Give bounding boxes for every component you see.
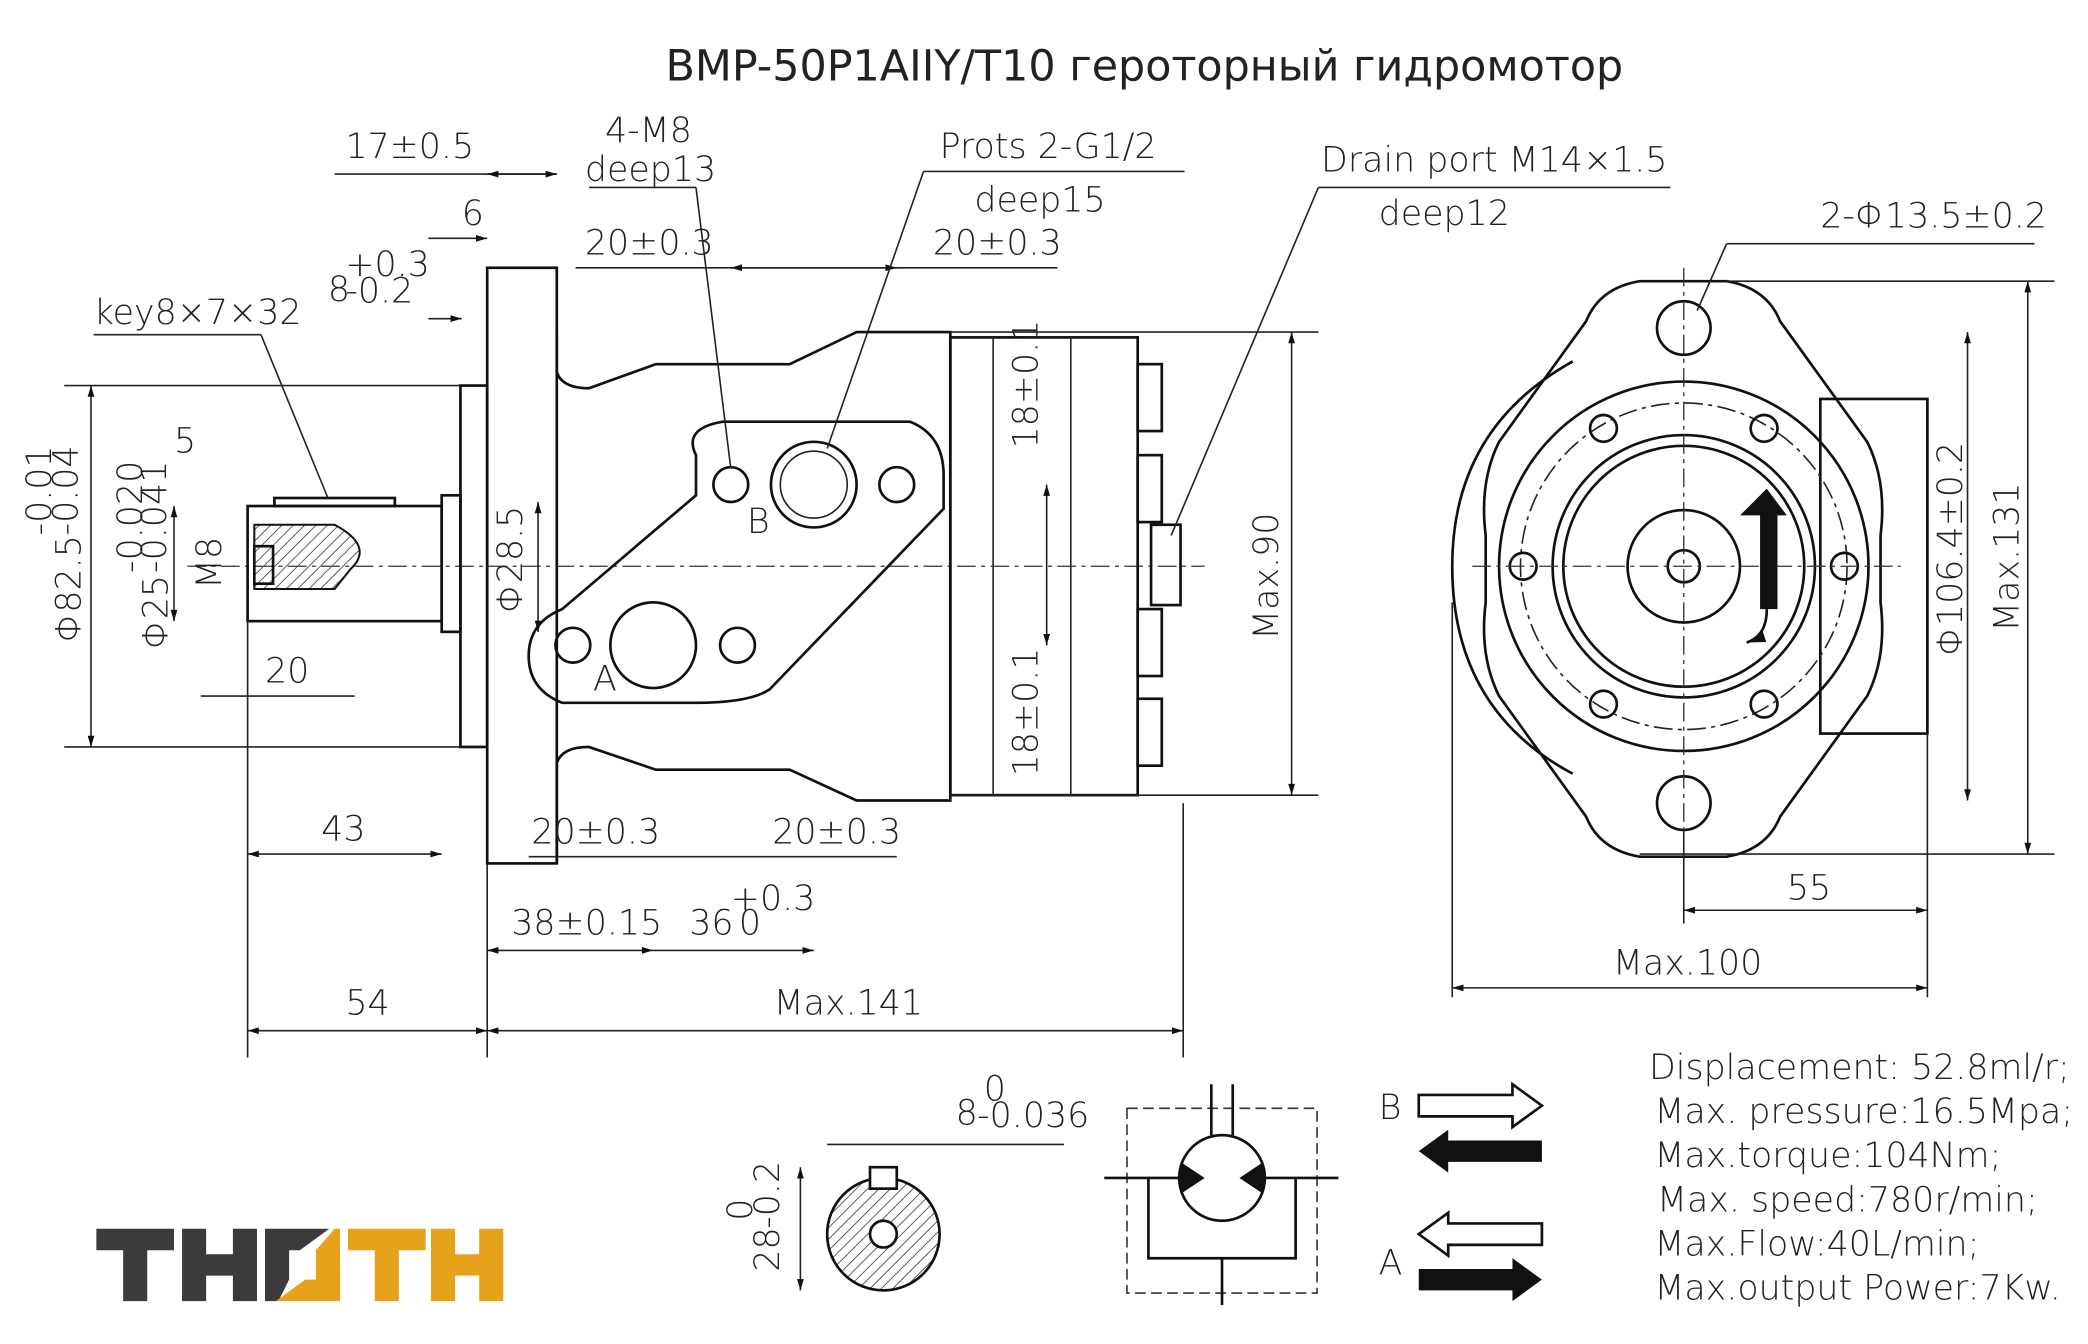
dimension-label: Max.131: [1987, 482, 2027, 631]
dimension-label: A: [593, 660, 617, 700]
drawing-title: BMP-50P1AIIY/T10 героторный гидромотор: [666, 41, 1624, 91]
dimension-label: 20±0.3: [772, 812, 901, 852]
dimension-label: M8: [190, 537, 230, 589]
callout-key: key8×7×32: [94, 293, 302, 333]
dimension-label: -0.2: [345, 272, 413, 312]
spec-line: Max. pressure:16.5Mpa;: [1654, 1092, 2073, 1132]
dimension-label: Max.141: [774, 984, 923, 1024]
dimension-label: -0.041: [135, 461, 175, 573]
hydraulic-label-b: B: [1379, 1088, 1402, 1128]
thoth-logo: [96, 1228, 504, 1302]
callout-holes: 2-Φ13.5±0.2: [1820, 197, 2047, 237]
spec-line: Max.torque:104Nm;: [1654, 1136, 2001, 1176]
shaft-section: [797, 1143, 1065, 1292]
dimension-label: 8: [956, 1093, 978, 1133]
dimension-label: B: [747, 502, 770, 542]
dimension-label: +0.3: [731, 879, 816, 919]
dimension-label: 8: [328, 270, 350, 310]
dimension-label: 20: [265, 652, 309, 692]
dimension-label: 18±0.1: [1006, 320, 1046, 449]
dimension-label: 17±0.5: [345, 127, 474, 167]
dimension-label: 0: [984, 1069, 1006, 1109]
dimension-label: Max.100: [1613, 943, 1762, 983]
dimension-label: 43: [321, 810, 365, 850]
dimension-label: -0.01: [20, 445, 60, 535]
dimension-label: 55: [1787, 869, 1831, 909]
dimension-label: 5: [174, 421, 196, 461]
dimension-label: 28: [748, 1227, 788, 1271]
dimension-label: 20±0.3: [585, 223, 714, 263]
dimension-label: -0.020: [111, 461, 151, 573]
callout-bolt-deep: deep13: [585, 150, 716, 190]
dimension-label: 18±0.1: [1006, 648, 1046, 777]
dimension-label: 6: [462, 194, 484, 234]
dimension-label: 20±0.3: [933, 223, 1062, 263]
spec-line: Max.output Power:7Kw.: [1654, 1269, 2060, 1309]
callout-drain: Drain port M14×1.5: [1321, 140, 1667, 180]
dimension-label: 36: [689, 903, 733, 943]
callout-ports-deep: deep15: [974, 181, 1105, 221]
callouts: 4-M8 deep13 Prots 2-G1/2 deep15 Drain po…: [94, 111, 2047, 333]
dimension-label: Φ106.4±0.2: [1931, 442, 1971, 656]
side-view: [187, 266, 1205, 865]
dimension-label: Max.90: [1247, 513, 1287, 640]
dimension-label: 0: [739, 903, 761, 943]
dimension-label: 38±0.15: [511, 903, 662, 943]
dimension-label: 0: [721, 1199, 761, 1221]
dimension-texts: 17±0.5 6 8 +0.3 -0.2 20±0.3 20±0.3 5 Φ82…: [20, 127, 2028, 1272]
dimension-label: 54: [345, 984, 389, 1024]
dimension-label: -0.2: [748, 1161, 788, 1229]
spec-line: Max.Flow:40L/min;: [1654, 1225, 1979, 1265]
hydraulic-symbol: [1104, 1081, 1545, 1306]
dimension-lines: [64, 170, 1671, 1058]
callout-bolt: 4-M8: [605, 111, 692, 151]
front-view: [1450, 242, 2055, 998]
hydraulic-label-a: A: [1379, 1243, 1403, 1283]
spec-line: Displacement: 52.8ml/r;: [1649, 1048, 2070, 1088]
dimension-label: Φ25: [136, 575, 176, 649]
dimension-label: Φ82.5: [49, 535, 89, 642]
dimension-label: -0.04: [47, 445, 87, 535]
callout-drain-deep: deep12: [1379, 194, 1510, 234]
dimension-label: 20±0.3: [531, 812, 660, 852]
spec-line: Max. speed:780r/min;: [1657, 1180, 2038, 1220]
callout-ports: Prots 2-G1/2: [940, 127, 1157, 167]
dimension-label: Φ28.5: [491, 506, 531, 613]
specifications: Displacement: 52.8ml/r; Max. pressure:16…: [1649, 1048, 2073, 1309]
dimension-label: +0.3: [345, 245, 430, 285]
dimension-label: -0.036: [977, 1096, 1089, 1136]
